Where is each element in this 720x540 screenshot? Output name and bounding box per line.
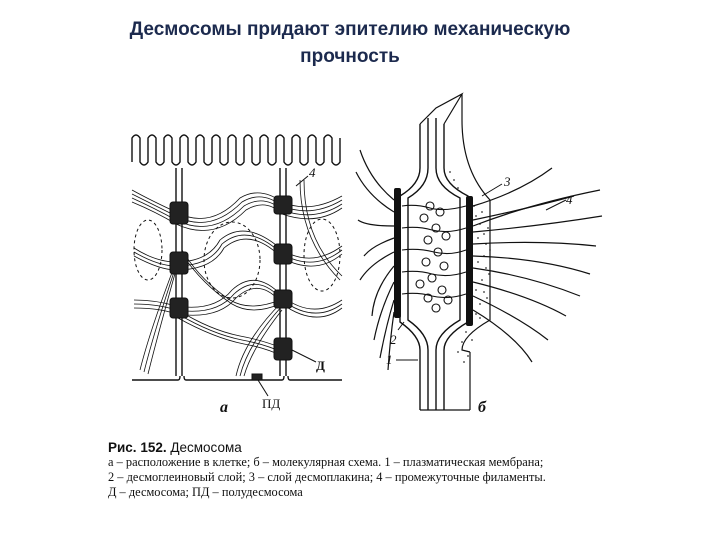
membrane-left-inner: [407, 118, 429, 410]
desmosome-plaque: [169, 297, 189, 319]
desmosome-plaque: [273, 243, 293, 265]
label-D: Д: [316, 358, 325, 373]
label-3: 3: [503, 174, 511, 189]
basal-membrane: [132, 375, 342, 381]
nucleus-right: [303, 218, 341, 292]
desmosome-plaque: [273, 289, 293, 309]
membrane-left-outer: [399, 124, 421, 410]
desmoglein-layer: [401, 201, 467, 313]
label-2-leader: [397, 321, 405, 331]
microvilli-border: [131, 134, 341, 166]
panel-b-filaments: [355, 149, 603, 371]
figure-caption: Рис. 152. Десмосома а – расположение в к…: [108, 440, 678, 500]
panel-b-letter: б: [478, 399, 487, 416]
caption-fig-number: Рис. 152.: [108, 440, 167, 455]
caption-heading: Рис. 152. Десмосома: [108, 440, 678, 455]
desmosome-plaque: [273, 337, 293, 361]
desmosome-plaque: [273, 195, 293, 215]
nucleus-center: [203, 221, 261, 299]
panel-a-filament-bundles: [131, 179, 343, 377]
label-D-leader: [291, 349, 317, 363]
label-4-right: 4: [566, 192, 573, 207]
label-4-right-leader: [545, 199, 567, 211]
label-PD-leader: [257, 379, 269, 397]
slide-title-line-2: прочность: [300, 46, 400, 67]
membrane-right-inner: [435, 118, 461, 410]
desmosome-plaque: [169, 201, 189, 225]
caption-fig-title: Десмосома: [170, 440, 242, 455]
caption-line-3: Д – десмосома; ПД – полудесмосома: [108, 485, 303, 499]
label-4-left: 4: [309, 165, 316, 180]
label-1: 1: [386, 352, 393, 367]
slide-title: Десмосомы придают эпителию механическую …: [0, 16, 700, 70]
slide-title-line-1: Десмосомы придают эпителию механическую: [129, 19, 571, 40]
slab-top: [419, 92, 464, 125]
caption-line-2: 2 – десмоглеиновый слой; 3 – слой десмоп…: [108, 470, 546, 484]
label-4-left-leader: [295, 175, 309, 187]
label-PD: ПД: [262, 396, 280, 411]
hemidesmosome: [251, 373, 263, 381]
panel-b-molecular-diagram: [399, 92, 491, 411]
panel-a-letter: а: [220, 399, 228, 416]
caption-line-1: а – расположение в клетке; б – молекуляр…: [108, 455, 544, 469]
label-3-leader: [481, 183, 503, 197]
desmosome-plaque: [169, 251, 189, 275]
label-2: 2: [390, 332, 397, 347]
panel-a-desmosomes: [169, 175, 317, 397]
nucleus-left: [133, 219, 163, 281]
desmoglein-plaques: [394, 188, 473, 326]
